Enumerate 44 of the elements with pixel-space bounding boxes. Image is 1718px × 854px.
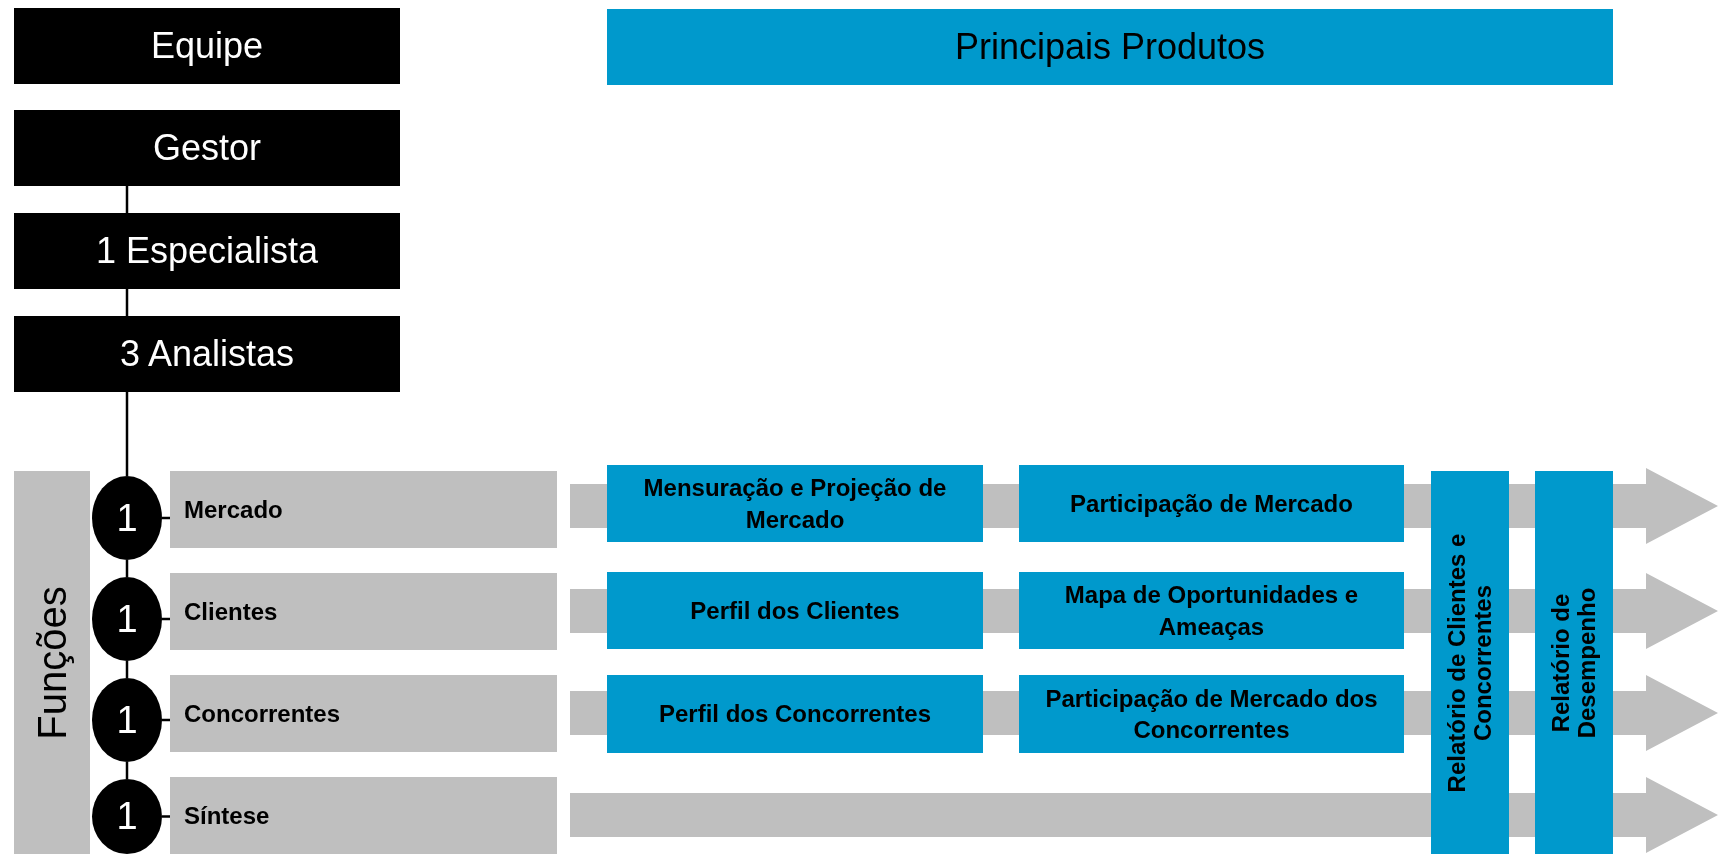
node-label: 3 Analistas (119, 333, 295, 375)
connector-line (125, 392, 129, 476)
node-label: Participação de Mercado (1070, 488, 1353, 519)
report-box (1535, 471, 1613, 854)
connector-line (125, 186, 129, 213)
node-label: 1 (116, 698, 138, 742)
connector-line (162, 815, 170, 818)
node-label: Relatório de Desempenho (1547, 586, 1601, 740)
node-label: Principais Produtos (954, 26, 1266, 68)
function-box (170, 777, 557, 854)
product-box (1019, 675, 1404, 753)
title-box (14, 8, 400, 84)
report-box (1431, 471, 1509, 854)
title-box (14, 316, 400, 392)
title-box (14, 110, 400, 186)
node-label: Relatório de Clientes e Concorrentes (1443, 532, 1497, 794)
node-label: Síntese (184, 801, 270, 830)
node-label: 1 Especialista (95, 230, 319, 272)
connector-line (125, 289, 129, 316)
node-label: Mapa de Oportunidades e Ameaças (1063, 580, 1360, 642)
node-label: Gestor (152, 127, 261, 169)
function-box (170, 471, 557, 548)
node-label: 1 (116, 795, 138, 838)
node-label: Participação de Mercado dos Concorrentes (1044, 683, 1379, 745)
node-label: Equipe (150, 25, 264, 67)
product-box (607, 675, 983, 753)
node-label: Funções (30, 585, 74, 740)
banner-box (607, 9, 1613, 85)
product-box (1019, 572, 1404, 649)
product-box (1019, 465, 1404, 542)
function-box (170, 675, 557, 752)
title-box (14, 213, 400, 289)
side-band (14, 471, 90, 854)
function-box (170, 573, 557, 650)
node-label: 1 (116, 496, 138, 540)
node-label: Clientes (184, 597, 278, 626)
node-label: Concorrentes (184, 699, 341, 728)
node-label: Mensuração e Projeção de Mercado (642, 473, 948, 535)
node-label: 1 (116, 597, 138, 641)
product-box (607, 465, 983, 542)
product-box (607, 572, 983, 649)
node-label: Perfil dos Concorrentes (658, 699, 932, 730)
node-label: Mercado (184, 495, 283, 524)
node-label: Perfil dos Clientes (690, 595, 900, 626)
